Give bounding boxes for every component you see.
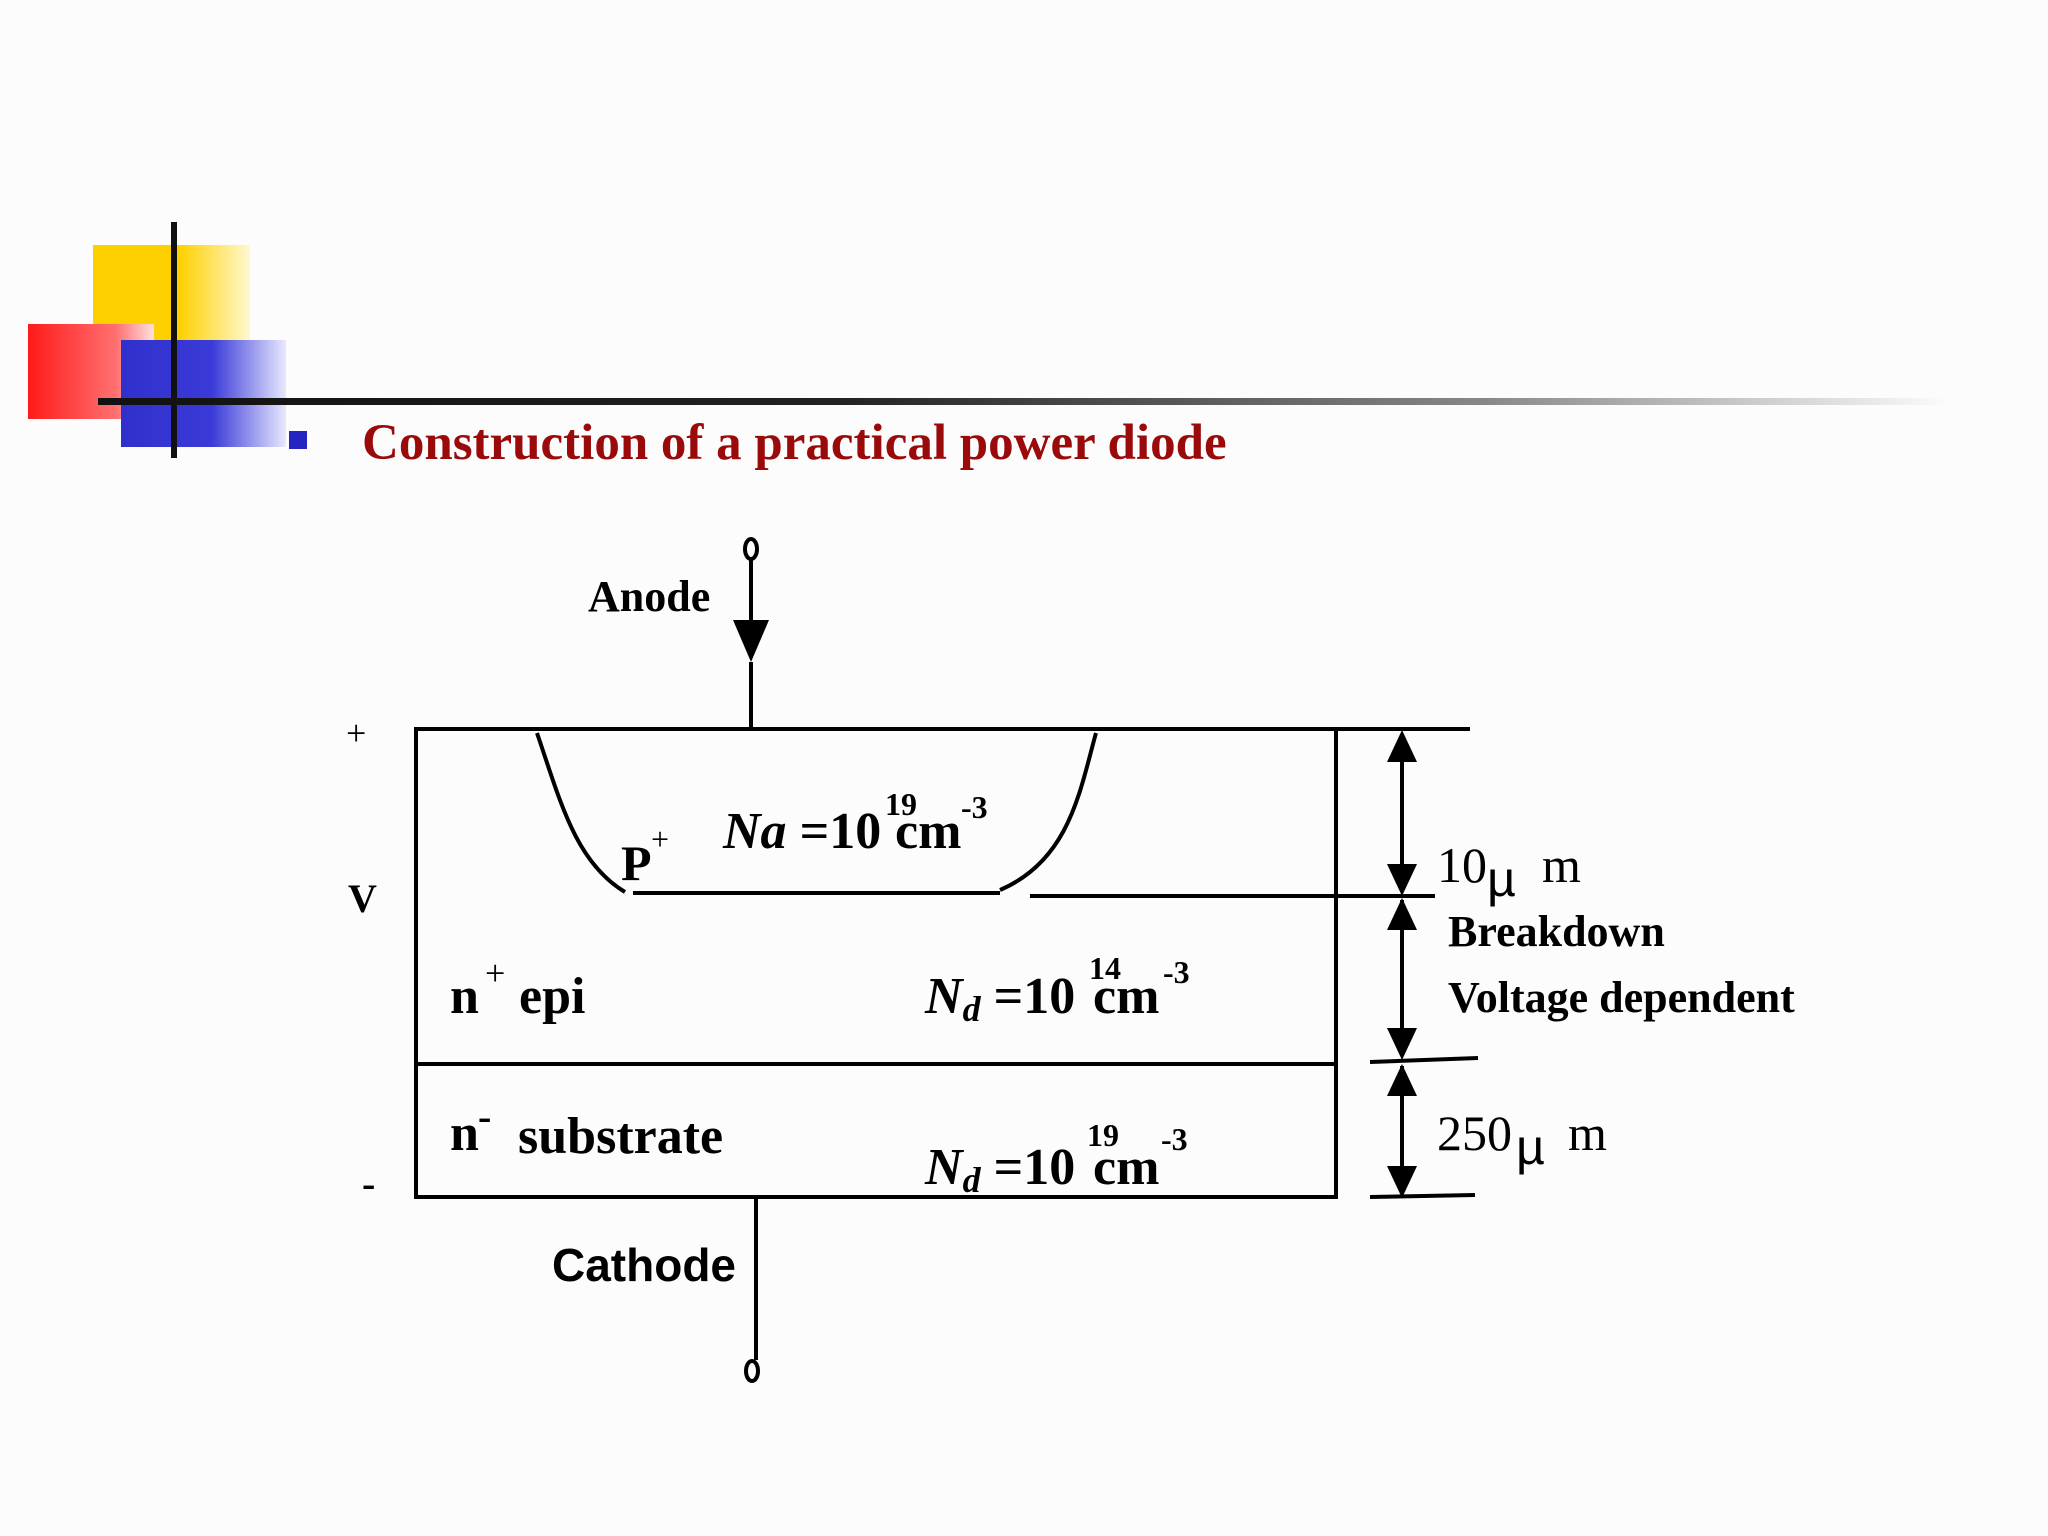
- svg-text:n: n: [450, 968, 479, 1025]
- slide-title: Construction of a practical power diode: [362, 415, 1227, 471]
- nd-sub-unit: cm: [1093, 1139, 1159, 1196]
- epi-layer-label: n + epi: [450, 953, 585, 1025]
- cathode-label: Cathode: [552, 1239, 736, 1291]
- svg-text:P: P: [621, 835, 652, 891]
- na-unit-exp: -3: [961, 789, 988, 825]
- na-unit: cm: [895, 803, 961, 860]
- nd-sub-symbol: N: [924, 1139, 965, 1196]
- substrate-value: 250: [1437, 1105, 1512, 1161]
- epi-suffix: epi: [506, 968, 585, 1025]
- voltage-plus: +: [346, 713, 366, 753]
- svg-text:Na =10: Na =10: [722, 803, 881, 860]
- nd-epi-symbol: N: [924, 968, 965, 1025]
- na-eq: =10: [787, 803, 882, 860]
- breakdown-note-2: Voltage dependent: [1448, 973, 1795, 1022]
- voltage-minus: -: [362, 1161, 375, 1206]
- nd-epi-eq: =10: [981, 968, 1076, 1025]
- substrate-m: m: [1568, 1105, 1607, 1161]
- p-doping: Na =10 19 cm -3: [722, 786, 988, 860]
- anode-terminal: [733, 537, 769, 729]
- svg-text:Nd =10: Nd =10: [924, 968, 1075, 1029]
- sub-sup: -: [478, 1094, 491, 1139]
- nd-epi-exp: 14: [1089, 950, 1121, 986]
- epi-n: n: [450, 968, 479, 1025]
- dimension-lines: [1336, 727, 1479, 1199]
- p-depth-value: 10: [1437, 837, 1487, 893]
- p-depth-unit: µ: [1487, 851, 1516, 907]
- substrate-dimension: 250 µ m: [1437, 1105, 1607, 1175]
- p-label-sup: +: [651, 821, 669, 857]
- decor-vertical-line: [171, 222, 177, 458]
- substrate-doping: Nd =10 19 cm -3: [924, 1117, 1188, 1200]
- svg-text:Nd =10: Nd =10: [924, 1139, 1075, 1200]
- nd-epi-sub: d: [963, 989, 982, 1029]
- sub-n: n: [450, 1105, 479, 1162]
- na-exp: 19: [885, 786, 917, 822]
- p-well-outline-right: [999, 732, 1098, 892]
- nd-sub-exp: 19: [1087, 1117, 1119, 1153]
- nd-sub-unit-exp: -3: [1161, 1121, 1188, 1157]
- nd-sub-sub: d: [963, 1160, 982, 1200]
- voltage-v: V: [348, 876, 377, 921]
- p-well-outline: [535, 732, 627, 894]
- nd-epi-unit-exp: -3: [1163, 954, 1190, 990]
- nd-epi-unit: cm: [1093, 968, 1159, 1025]
- svg-text:n: n: [450, 1105, 479, 1162]
- substrate-layer-label: n - substrate: [450, 1094, 723, 1165]
- anode-label: Anode: [588, 572, 710, 621]
- epi-doping: Nd =10 14 cm -3: [924, 950, 1190, 1029]
- breakdown-note-1: Breakdown: [1448, 907, 1665, 956]
- bullet-square-icon: [289, 431, 307, 449]
- substrate-unit: µ: [1516, 1119, 1545, 1175]
- nd-sub-eq: =10: [981, 1139, 1076, 1196]
- decor-blue-block: [121, 340, 286, 447]
- p-depth-m: m: [1542, 837, 1581, 893]
- sub-suffix: substrate: [518, 1108, 723, 1165]
- device-outline: [414, 727, 1338, 1199]
- epi-sup: +: [485, 953, 505, 993]
- p-region-label: P +: [621, 821, 669, 891]
- p-depth-dimension: 10 µ m: [1437, 837, 1581, 907]
- cathode-terminal: [744, 1197, 760, 1383]
- decor-horizontal-rule: [98, 398, 1948, 405]
- p-label: P: [621, 835, 652, 891]
- na-symbol: Na: [722, 803, 787, 860]
